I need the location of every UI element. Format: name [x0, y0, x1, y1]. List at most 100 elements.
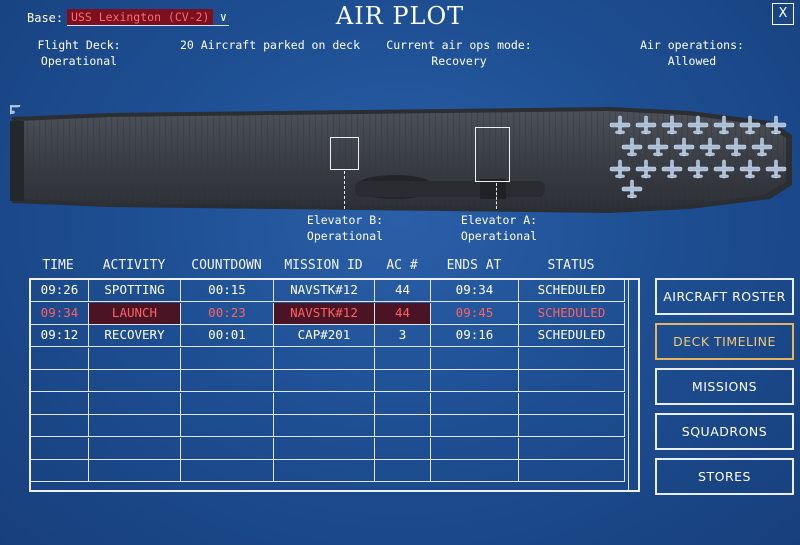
cell-activity	[89, 415, 181, 437]
cell-time	[31, 437, 89, 460]
cell-mission-id	[274, 392, 375, 415]
cell-status	[519, 347, 625, 370]
cell-ends-at: 09:34	[431, 280, 519, 302]
base-label: Base:	[27, 11, 64, 25]
missions-button[interactable]: MISSIONS	[655, 368, 794, 405]
cell-activity	[89, 347, 181, 370]
cell-activity	[89, 460, 181, 482]
stores-button[interactable]: STORES	[655, 458, 794, 495]
squadrons-button[interactable]: SQUADRONS	[655, 413, 794, 450]
cell-ac-count: 3	[375, 325, 431, 347]
cell-countdown	[181, 437, 274, 460]
elevator-b-status: Operational	[306, 229, 384, 243]
cell-mission-id: NAVSTK#12	[274, 280, 375, 302]
base-select[interactable]: USS Lexington (CV-2) ∨	[67, 8, 229, 26]
cell-activity	[89, 392, 181, 415]
col-header-status: STATUS	[547, 258, 595, 273]
page-title: AIR PLOT	[335, 2, 465, 30]
air-ops-mode-label: Current air ops mode:	[386, 38, 532, 52]
cell-activity: LAUNCH	[89, 302, 181, 325]
cell-status	[519, 415, 625, 437]
cell-activity	[89, 437, 181, 460]
cell-activity	[89, 370, 181, 392]
cell-ends-at	[431, 437, 519, 460]
cell-countdown	[181, 370, 274, 392]
cell-ac-count	[375, 460, 431, 482]
cell-countdown	[181, 347, 274, 370]
cell-countdown	[181, 460, 274, 482]
elevator-b-leader-line	[344, 171, 345, 209]
cell-ends-at	[431, 347, 519, 370]
flight-deck-label: Flight Deck:	[37, 38, 121, 52]
table-scrollbar-track[interactable]	[628, 280, 629, 490]
carrier-deck-view	[10, 105, 792, 213]
col-header-time: TIME	[42, 258, 74, 273]
parked-aircraft	[10, 105, 787, 199]
cell-countdown: 00:23	[181, 302, 274, 325]
flight-deck-info: Flight Deck: Operational	[28, 37, 130, 69]
elevator-a-label: Elevator A:	[460, 213, 538, 227]
cell-ends-at	[431, 370, 519, 392]
cell-ac-count	[375, 347, 431, 370]
aircraft-parked-info: 20 Aircraft parked on deck	[180, 38, 361, 52]
cell-time: 09:34	[31, 302, 89, 325]
air-ops-mode-value: Recovery	[431, 54, 487, 68]
cell-time	[31, 460, 89, 482]
cell-ends-at	[431, 460, 519, 482]
cell-time: 09:26	[31, 280, 89, 302]
cell-ac-count	[375, 437, 431, 460]
elevator-b-marker[interactable]	[330, 137, 359, 170]
cell-time	[31, 392, 89, 415]
cell-time	[31, 415, 89, 437]
cell-time: 09:12	[31, 325, 89, 347]
elevator-a-marker[interactable]	[475, 127, 510, 182]
cell-status	[519, 437, 625, 460]
col-header-ac-count: AC #	[386, 258, 418, 273]
cell-mission-id	[274, 370, 375, 392]
cell-status	[519, 370, 625, 392]
cell-activity: RECOVERY	[89, 325, 181, 347]
cell-ac-count: 44	[375, 302, 431, 325]
air-ops-mode-info: Current air ops mode: Recovery	[384, 37, 534, 69]
cell-ends-at: 09:45	[431, 302, 519, 325]
cell-ac-count	[375, 392, 431, 415]
elevator-b-label: Elevator B:	[306, 213, 384, 227]
col-header-activity: ACTIVITY	[102, 258, 166, 273]
cell-status	[519, 392, 625, 415]
cell-status: SCHEDULED	[519, 280, 625, 302]
cell-time	[31, 370, 89, 392]
cell-activity: SPOTTING	[89, 280, 181, 302]
cell-countdown	[181, 415, 274, 437]
cell-mission-id	[274, 437, 375, 460]
carrier-hull	[10, 107, 792, 213]
flight-deck-value: Operational	[40, 54, 118, 68]
cell-countdown: 00:15	[181, 280, 274, 302]
aircraft-roster-button[interactable]: AIRCRAFT ROSTER	[655, 278, 794, 315]
cell-ends-at	[431, 392, 519, 415]
elevator-b-info: Elevator B: Operational	[292, 212, 398, 244]
cell-mission-id	[274, 460, 375, 482]
elevator-a-leader-line	[496, 183, 497, 209]
elevator-a-status: Operational	[460, 229, 538, 243]
col-header-ends-at: ENDS AT	[446, 258, 502, 273]
cell-countdown: 00:01	[181, 325, 274, 347]
cell-time	[31, 347, 89, 370]
cell-countdown	[181, 392, 274, 415]
cell-status	[519, 460, 625, 482]
air-operations-info: Air operations: Allowed	[633, 37, 751, 69]
deck-timeline-button[interactable]: DECK TIMELINE	[655, 323, 794, 360]
cell-ac-count: 44	[375, 280, 431, 302]
col-header-mission-id: MISSION ID	[284, 258, 363, 273]
air-operations-value: Allowed	[667, 54, 717, 68]
cell-mission-id: NAVSTK#12	[274, 302, 375, 325]
chevron-down-icon: ∨	[219, 9, 227, 24]
cell-ends-at	[431, 415, 519, 437]
col-header-countdown: COUNTDOWN	[191, 258, 262, 273]
cell-status: SCHEDULED	[519, 302, 625, 325]
cell-mission-id	[274, 415, 375, 437]
cell-ac-count	[375, 370, 431, 392]
base-select-value: USS Lexington (CV-2)	[67, 8, 214, 25]
cell-mission-id	[274, 347, 375, 370]
close-button[interactable]: X	[772, 3, 794, 25]
